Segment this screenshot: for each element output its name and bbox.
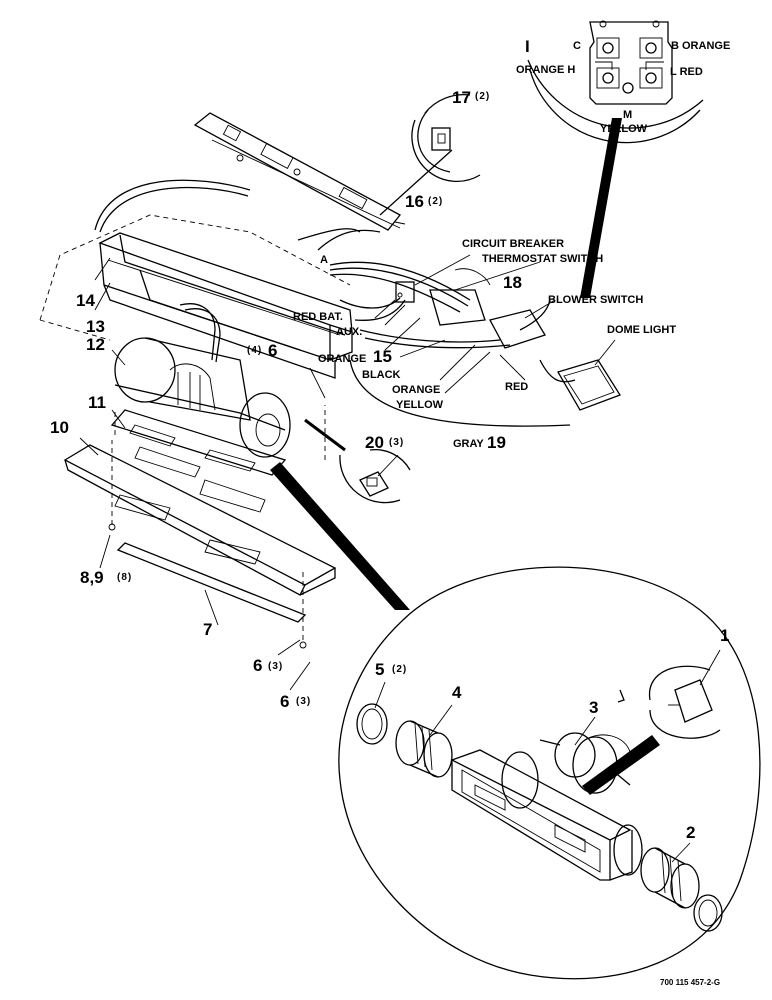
terminal-l-label: L RED bbox=[670, 66, 703, 78]
callout-5: 5 bbox=[375, 660, 384, 679]
switch-detail-view bbox=[527, 20, 704, 298]
clip-detail-20 bbox=[304, 418, 411, 504]
orange2-wire-label: ORANGE bbox=[392, 384, 440, 396]
detail-mark: I bbox=[525, 37, 530, 56]
terminal-m-label: M bbox=[623, 109, 632, 121]
blower-detail-view bbox=[338, 566, 761, 980]
callout-17: 17 bbox=[452, 88, 471, 107]
callout-15: 15 bbox=[373, 347, 392, 366]
control-panel bbox=[193, 112, 401, 231]
callout-13: 13 bbox=[86, 317, 105, 336]
qty-6b: (3) bbox=[268, 661, 283, 672]
callout-7: 7 bbox=[203, 620, 212, 639]
yellow-wire-label: YELLOW bbox=[396, 399, 444, 411]
base-plate-10 bbox=[63, 444, 337, 596]
callout-1: 1 bbox=[720, 626, 729, 645]
gray-wire-label: GRAY bbox=[453, 438, 484, 450]
callout-10: 10 bbox=[50, 418, 69, 437]
qty-16: (2) bbox=[428, 196, 443, 207]
callout-20: 20 bbox=[365, 433, 384, 452]
callout-6c: 6 bbox=[280, 692, 289, 711]
red-bat-label: RED BAT. bbox=[293, 311, 343, 323]
wiring-harness bbox=[94, 179, 621, 427]
qty-5: (2) bbox=[392, 664, 407, 675]
harness-a-label: A bbox=[320, 254, 328, 266]
callout-6b: 6 bbox=[253, 656, 262, 675]
callout-3: 3 bbox=[589, 698, 598, 717]
blower-switch-label: BLOWER SWITCH bbox=[548, 294, 643, 306]
qty-17: (2) bbox=[475, 91, 490, 102]
dome-light-label: DOME LIGHT bbox=[607, 324, 676, 336]
callout-16: 16 bbox=[405, 192, 424, 211]
callout-6a: 6 bbox=[268, 341, 277, 360]
callout-2: 2 bbox=[686, 823, 695, 842]
callout-18: 18 bbox=[503, 273, 522, 292]
callout-8-9: 8,9 bbox=[80, 568, 104, 587]
red-wire-label: RED bbox=[505, 381, 528, 393]
qty-8-9: (8) bbox=[117, 572, 132, 583]
terminal-b-label: B ORANGE bbox=[671, 40, 730, 52]
callout-12: 12 bbox=[86, 335, 105, 354]
thermostat-switch-label: THERMOSTAT SWITCH bbox=[482, 253, 603, 265]
detail-pointer bbox=[270, 462, 410, 610]
gasket-11 bbox=[110, 409, 287, 476]
callout-19: 19 bbox=[487, 433, 506, 452]
clip-detail-17 bbox=[379, 93, 481, 225]
black-wire-label: BLACK bbox=[362, 369, 401, 381]
callout-14: 14 bbox=[76, 291, 95, 310]
blower-motor-assembly bbox=[114, 337, 291, 458]
qty-6a: (4) bbox=[247, 345, 262, 356]
drawing-number: 700 115 457-2-G bbox=[660, 978, 720, 987]
heater-housing-top bbox=[39, 214, 353, 379]
callout-11: 11 bbox=[88, 393, 106, 412]
bracket-7 bbox=[116, 542, 307, 623]
qty-20: (3) bbox=[389, 437, 404, 448]
circuit-breaker-label: CIRCUIT BREAKER bbox=[462, 238, 564, 250]
qty-6c: (3) bbox=[296, 696, 311, 707]
terminal-c-label: C bbox=[573, 40, 581, 52]
terminal-h-label: ORANGE H bbox=[516, 64, 575, 76]
terminal-yellow-label: YELLOW bbox=[600, 123, 648, 135]
callout-4: 4 bbox=[452, 683, 462, 702]
assembly-leaders bbox=[79, 257, 326, 691]
